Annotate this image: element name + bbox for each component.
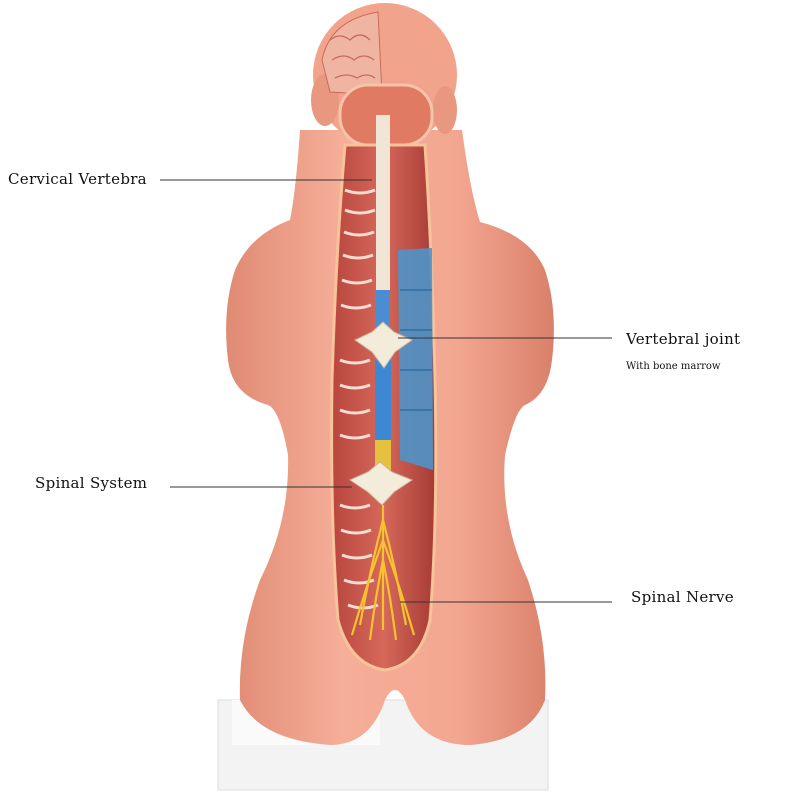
label-cervical-vertebra: Cervical Vertebra (8, 170, 147, 188)
label-spinal-nerve: Spinal Nerve (631, 588, 734, 606)
rib-stack (339, 188, 379, 610)
leader-lines (160, 179, 612, 603)
head (311, 3, 457, 147)
vertebra-upper (354, 321, 414, 369)
spinal-cord (375, 115, 391, 470)
label-vertebral-joint: Vertebral joint (626, 330, 741, 348)
lung-blue (398, 248, 433, 470)
label-spinal-system: Spinal System (35, 474, 148, 492)
spinal-nerves (350, 505, 416, 641)
label-vertebral-joint-sub: With bone marrow (626, 361, 721, 372)
vertebra-lower (348, 461, 414, 506)
